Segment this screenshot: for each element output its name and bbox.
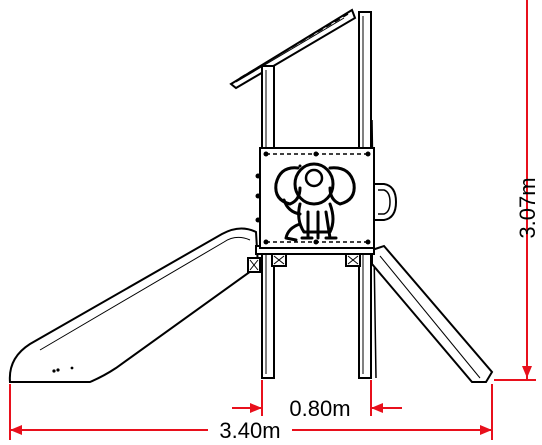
dog-icon	[274, 162, 356, 242]
right-slide	[371, 244, 494, 383]
side-handle	[373, 183, 398, 221]
total-length-label: 3.40m	[219, 418, 280, 440]
roof	[229, 8, 357, 90]
platform	[247, 245, 375, 273]
platform-width-label: 0.80m	[289, 396, 350, 421]
dimension-lines	[9, 0, 536, 440]
height-label: 3.07m	[515, 177, 540, 238]
left-slide	[8, 227, 260, 383]
dog-panel	[255, 147, 375, 249]
